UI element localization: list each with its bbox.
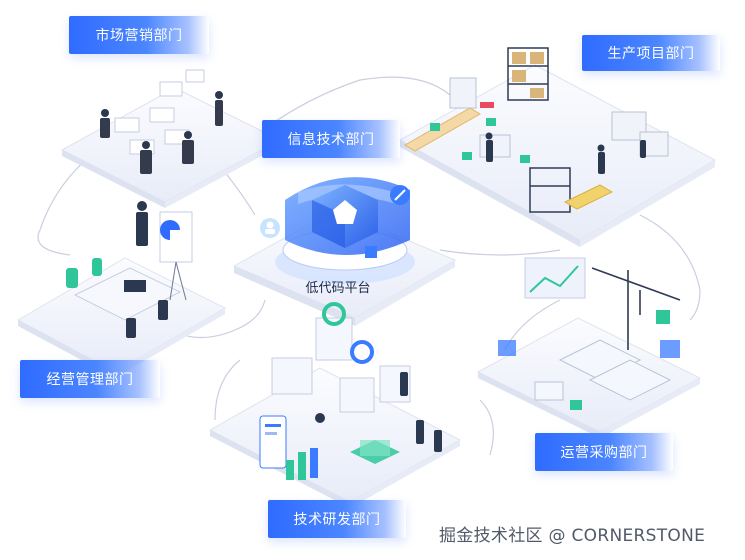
document-icon <box>259 415 287 469</box>
production-platform <box>398 47 717 247</box>
management-platform <box>16 201 227 378</box>
marketing-platform <box>60 69 282 208</box>
lowcode-platform <box>232 177 457 326</box>
watermark-text: 掘金技术社区 @ CORNERSTONE <box>439 526 706 546</box>
marketing-dept-label: 市场营销部门 <box>69 16 209 54</box>
it-dept-label: 信息技术部门 <box>262 120 400 158</box>
edit-icon <box>390 185 410 205</box>
rnd-dept-label: 技术研发部门 <box>268 500 406 538</box>
crane-icon <box>591 267 681 350</box>
production-dept-label: 生产项目部门 <box>582 35 720 71</box>
lowcode-platform-label: 低代码平台 <box>305 280 371 296</box>
code-icon <box>312 185 378 248</box>
procurement-dept-label: 运营采购部门 <box>535 433 673 471</box>
management-dept-label: 经营管理部门 <box>20 360 160 398</box>
procurement-platform <box>476 257 702 438</box>
user-icon <box>260 218 280 238</box>
rnd-platform <box>208 302 462 508</box>
